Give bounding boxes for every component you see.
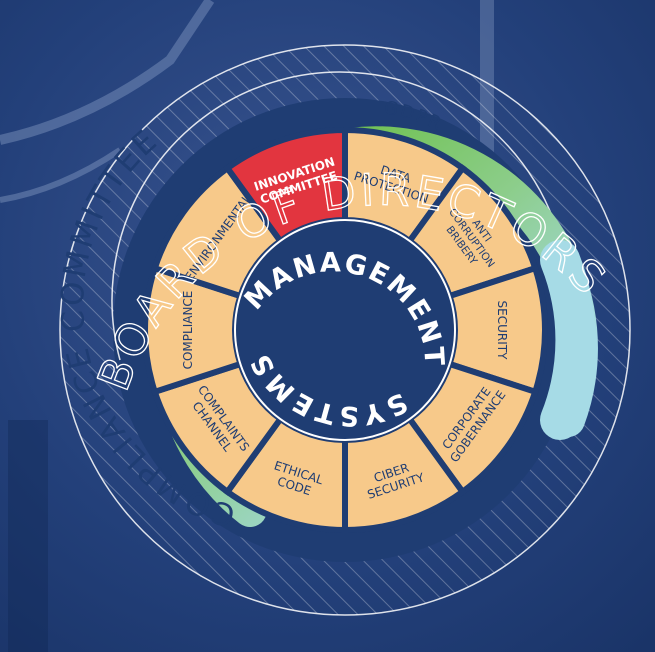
center-circle bbox=[234, 219, 456, 441]
background-architecture bbox=[0, 0, 494, 652]
segment-label-security: SECURITY bbox=[495, 301, 509, 361]
inner-boundary bbox=[111, 71, 561, 361]
segment-wheel: DATAPROTECTIONANTICORRUPTIONBRIBERYSECUR… bbox=[142, 126, 548, 534]
segment-label-compliance: COMPLIANCE bbox=[181, 291, 195, 370]
outer-boundary bbox=[59, 44, 631, 616]
band-light-end bbox=[540, 240, 596, 440]
